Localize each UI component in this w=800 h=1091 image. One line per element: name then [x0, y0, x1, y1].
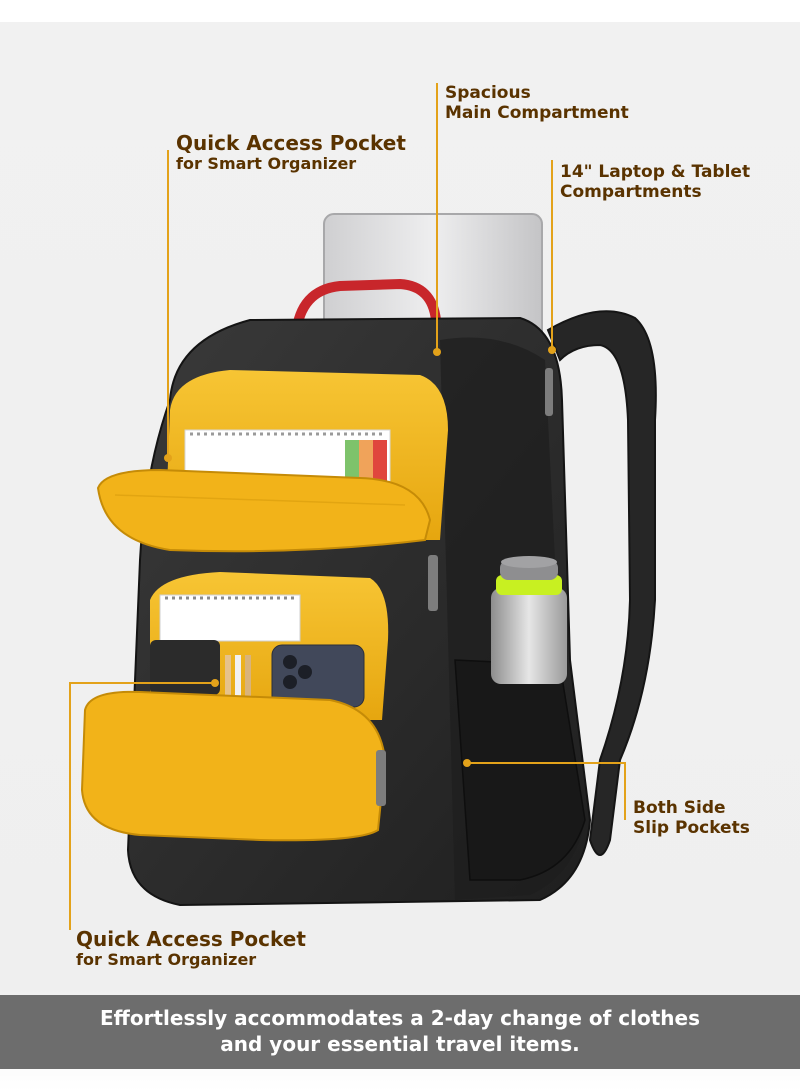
zipper-pull — [428, 555, 438, 611]
callout-subtitle: Main Compartment — [445, 102, 629, 123]
callout-title: Quick Access Pocket — [76, 927, 306, 951]
leader-quick-access-bottom — [69, 682, 215, 930]
zipper-pull — [545, 368, 553, 416]
callout-side-pockets: Both Side Slip Pockets — [633, 798, 750, 838]
callout-title: Both Side — [633, 798, 726, 818]
leader-lines — [69, 83, 626, 930]
callout-subtitle: for Smart Organizer — [76, 950, 257, 969]
callout-quick-access-top: Quick Access Pocket for Smart Organizer — [176, 132, 406, 173]
zipper-pull — [376, 750, 386, 806]
callout-main-compartment: Spacious Main Compartment — [445, 83, 629, 123]
callout-subtitle: Slip Pockets — [633, 817, 750, 838]
upper-pocket-flap — [96, 468, 432, 553]
top-handle — [291, 278, 441, 340]
callout-quick-access-bottom: Quick Access Pocket for Smart Organizer — [76, 928, 306, 969]
leader-side-pockets — [467, 762, 626, 820]
banner-line-2: and your essential travel items. — [220, 1032, 580, 1056]
callout-title: 14" Laptop & Tablet — [560, 162, 751, 182]
callout-subtitle: Compartments — [560, 181, 702, 202]
backpack-illustration — [69, 83, 657, 930]
callout-laptop-compartments: 14" Laptop & Tablet Compartments — [560, 162, 751, 202]
callout-title: Spacious — [445, 83, 531, 103]
banner-line-1: Effortlessly accommodates a 2-day change… — [100, 1006, 700, 1030]
bottom-banner: Effortlessly accommodates a 2-day change… — [0, 995, 800, 1069]
callout-subtitle: for Smart Organizer — [176, 154, 357, 173]
lower-pocket-flap — [80, 690, 387, 842]
side-slip-pocket — [454, 659, 586, 881]
organizer-items — [150, 594, 365, 710]
water-bottle — [491, 556, 567, 684]
callout-title: Quick Access Pocket — [176, 131, 406, 155]
shoulder-strap — [546, 310, 657, 856]
